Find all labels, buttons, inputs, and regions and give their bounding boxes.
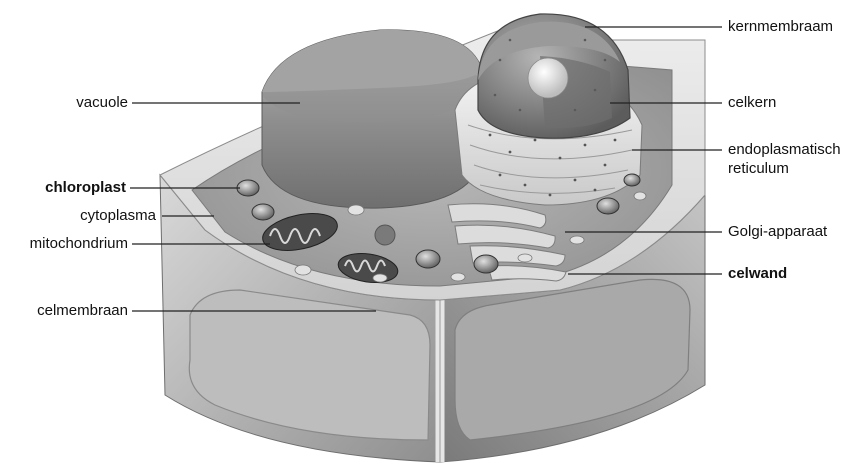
label-cytoplasma: cytoplasma xyxy=(0,207,156,225)
label-endoplasmatisch: endoplasmatisch xyxy=(728,141,841,159)
lysosome xyxy=(375,225,395,245)
label-kernmembraam: kernmembraam xyxy=(728,18,833,36)
vacuole-shape xyxy=(262,30,482,208)
nucleus-shape xyxy=(478,14,630,138)
label-mitochondrium: mitochondrium xyxy=(0,235,128,253)
label-golgi-apparaat: Golgi-apparaat xyxy=(728,223,827,241)
label-celwand: celwand xyxy=(728,265,787,283)
label-chloroplast: chloroplast xyxy=(0,179,126,197)
label-vacuole: vacuole xyxy=(40,94,128,112)
label-celmembraan: celmembraan xyxy=(0,302,128,320)
label-reticulum: reticulum xyxy=(728,160,789,178)
label-celkern: celkern xyxy=(728,94,776,112)
